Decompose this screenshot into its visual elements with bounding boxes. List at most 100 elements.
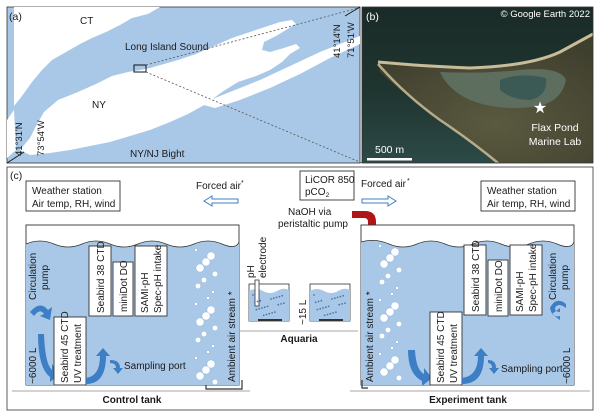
weather-left-line1: Weather station: [32, 186, 102, 197]
bubble: [378, 244, 382, 248]
bubble: [379, 279, 386, 286]
bubble: [395, 286, 399, 290]
experiment-minidot-label: miniDot DO: [494, 260, 505, 312]
inset-line-bottom: [145, 71, 363, 164]
bubble: [194, 356, 198, 360]
ne-longitude: 71°51'W: [346, 22, 357, 58]
forced-air-right-asterisk: *: [407, 178, 410, 185]
experiment-seabird38-box: [463, 244, 487, 316]
particle: [336, 296, 339, 299]
control-tank: Circulation pump ~6000 L Seabird 45 CTD …: [12, 224, 250, 406]
control-seabird45-line2: UV treatment: [73, 324, 84, 383]
forced-air-left-asterisk: *: [241, 180, 244, 187]
particle: [255, 308, 258, 311]
arrow-right-icon: [361, 195, 397, 207]
site-box: [133, 64, 147, 73]
naoh-line1: NaOH via: [288, 207, 332, 218]
experiment-air-bubbles: [378, 244, 403, 382]
weather-left-line2: Air temp, RH, wind: [32, 199, 115, 210]
bubble: [379, 333, 386, 340]
control-outflow-arrow-icon: [86, 348, 110, 384]
experiment-circulation-line1: Circulation: [548, 253, 559, 300]
bubble: [211, 290, 215, 294]
bubble: [195, 371, 205, 381]
particle: [314, 301, 317, 304]
weather-right-line1: Weather station: [487, 186, 557, 197]
bubble: [211, 271, 218, 278]
site-name-line2: Marine Lab: [529, 136, 582, 148]
particle: [327, 305, 330, 308]
experiment-sami-line2: Spec-pH intake: [528, 243, 539, 312]
weather-station-left: [25, 180, 121, 212]
control-sampling-label: Sampling port: [124, 361, 186, 372]
particle: [274, 311, 276, 313]
experiment-tank: Ambient air stream * Seabird 45 CTD UV t…: [350, 224, 590, 406]
bubble: [206, 350, 210, 354]
bubble: [385, 361, 395, 371]
licor-line2: pCO2: [305, 187, 330, 199]
experiment-sampling-arrow-icon: [488, 360, 499, 374]
forced-air-left-label: Forced air: [196, 181, 242, 192]
particle: [335, 311, 337, 313]
control-air-stream-label: Ambient air stream *: [227, 291, 238, 382]
bubble: [200, 277, 207, 284]
control-seabird38-box: [88, 245, 112, 317]
bubble: [385, 307, 395, 317]
inset-line-top: [145, 6, 363, 66]
panel-a-map: (a) CT Long Island Sound NY NY/NJ Bight …: [6, 6, 363, 164]
bubble: [396, 267, 403, 274]
label-ct: CT: [80, 16, 93, 27]
connecticut-land: [14, 7, 160, 106]
particle: [265, 313, 268, 316]
bubble: [194, 337, 201, 344]
experiment-minidot-box: [487, 259, 509, 317]
particle: [258, 307, 261, 310]
bubble: [206, 359, 216, 369]
control-sami-box: [134, 245, 168, 317]
particle: [266, 305, 269, 308]
experiment-air-stream-label: Ambient air stream *: [365, 291, 376, 382]
control-air-bubbles: [194, 248, 218, 386]
bubble: [385, 253, 395, 263]
particle: [262, 314, 265, 317]
bubble: [201, 311, 211, 321]
particle: [344, 302, 346, 304]
experiment-sami-line1: SAMI-pH: [515, 271, 526, 312]
control-seabird38-label: Seabird 38 CTD: [96, 241, 107, 313]
bubble: [396, 375, 403, 382]
south-fork-land: [200, 36, 360, 108]
control-sami-line2: Spec-pH intake: [153, 244, 164, 313]
particle: [278, 295, 281, 298]
bubble: [390, 355, 400, 365]
bubble: [195, 263, 205, 273]
particle: [331, 298, 333, 300]
copyright: © Google Earth 2022: [501, 9, 590, 20]
forced-air-right-label: Forced air: [361, 179, 407, 190]
particle: [326, 313, 329, 316]
bubble: [395, 340, 399, 344]
bubble: [390, 292, 394, 296]
control-tank-title: Control tank: [103, 395, 162, 406]
experiment-seabird45-line2: UV treatment: [449, 324, 460, 383]
experiment-inflow-arrow-icon: [408, 350, 432, 386]
naoh-line2: peristaltic pump: [278, 219, 348, 230]
particle: [332, 312, 334, 314]
bubble: [390, 247, 400, 257]
particle: [319, 307, 322, 310]
experiment-seabird38-label: Seabird 38 CTD: [471, 240, 482, 312]
bubble: [385, 273, 392, 280]
label-long-island-sound: Long Island Sound: [125, 42, 208, 53]
bubble: [201, 365, 211, 375]
ph-line1: pH: [246, 265, 257, 278]
star-icon: ★: [533, 100, 547, 117]
bubble: [211, 344, 215, 348]
ph-electrode-icon: [254, 279, 260, 307]
experiment-air-hose-icon: [361, 380, 368, 389]
bubble: [195, 317, 205, 327]
control-seabird45-box: [53, 316, 87, 386]
bubble: [378, 352, 382, 356]
particle: [342, 294, 345, 297]
particle: [324, 306, 327, 309]
bubble: [194, 248, 198, 252]
